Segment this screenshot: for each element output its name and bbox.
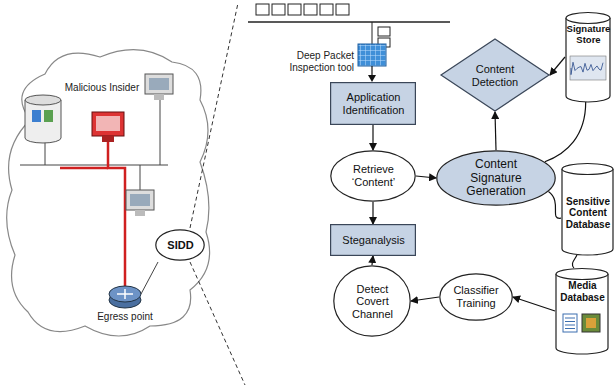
node-text: Application Identification: [335, 86, 412, 122]
node-label: Content Detection: [462, 63, 528, 88]
node-text: Steganalysis: [335, 227, 412, 254]
node-label: Application Identification: [335, 91, 412, 116]
node-outline: [437, 151, 555, 205]
database-cylinder: Signature Store: [565, 12, 611, 102]
node-outline: [330, 82, 416, 125]
router-icon: [109, 286, 141, 308]
connector-arrow: [513, 297, 555, 311]
insider-computer: [92, 112, 124, 142]
node-outline: [440, 274, 512, 320]
connector-arrow: [411, 297, 439, 301]
node-outline: [334, 266, 410, 336]
node-label: Steganalysis: [342, 234, 404, 247]
computer-icon: [126, 190, 154, 216]
connector-arrow: [372, 125, 373, 150]
node-label: Content Signature Generation: [449, 158, 543, 199]
waveform-image: [570, 56, 606, 80]
connector-arrow: [550, 57, 565, 75]
node-text: Signature Store: [566, 24, 611, 52]
actor-label: Malicious Insider: [62, 82, 142, 94]
network-wires: [20, 100, 168, 190]
node-text: SIDD: [161, 233, 200, 257]
tap-line: [372, 22, 373, 44]
node-outline: [556, 269, 608, 280]
connector-arrow: [372, 256, 373, 265]
connector-arrow: [495, 112, 496, 150]
document-icon: [565, 328, 575, 329]
media-icon: [582, 314, 600, 332]
node-outline: [556, 274, 608, 354]
node-label: Sensitive Content Database: [562, 196, 614, 231]
node-outline: [331, 225, 416, 256]
dpi-icon: [358, 44, 386, 66]
computer-icon: [145, 74, 173, 100]
document-icon: [565, 325, 575, 326]
node-label: Signature Store: [566, 24, 611, 46]
node-outline: [566, 13, 610, 24]
node-label: SIDD: [167, 239, 193, 252]
document-icon: [565, 321, 575, 322]
process-ellipse: Classifier Training: [439, 273, 513, 321]
node-outline: [331, 151, 415, 201]
node-outline: [566, 18, 610, 102]
node-text: Media Database: [556, 280, 609, 308]
process-ellipse: Retrieve ‘Content’: [330, 150, 416, 202]
packet-squares: [256, 4, 390, 47]
database-cylinder: Media Database: [555, 268, 609, 354]
tool-label: Deep Packet Inspection tool: [254, 50, 354, 73]
router-link: [141, 262, 158, 294]
process-ellipse: Content Signature Generation: [436, 150, 556, 206]
connector-arrow: [548, 192, 561, 219]
zoom-line: [190, 3, 238, 228]
node-text: Classifier Training: [447, 279, 505, 315]
document-icon: [563, 314, 577, 332]
process-box: Application Identification: [330, 82, 416, 125]
database-cylinder: Sensitive Content Database: [561, 163, 614, 255]
process-ellipse: Detect Covert Channel: [333, 265, 411, 337]
decision-diamond: Content Detection: [440, 38, 550, 112]
node-outline: [562, 169, 613, 255]
node-text: Sensitive Content Database: [562, 181, 614, 245]
document-icon: [565, 318, 575, 319]
database-icon: [25, 95, 61, 143]
sidd-ellipse: SIDD: [155, 229, 205, 261]
node-text: Content Signature Generation: [449, 158, 543, 199]
node-outline: [562, 164, 613, 175]
insider-path: [60, 142, 125, 288]
network-bus: [248, 21, 450, 22]
connector-arrow: [416, 176, 436, 178]
node-label: Detect Covert Channel: [342, 283, 403, 321]
node-outline: [441, 39, 549, 111]
node-label: Classifier Training: [447, 284, 505, 309]
process-box: Steganalysis: [330, 224, 416, 256]
node-outline: [440, 38, 550, 112]
node-text: Content Detection: [462, 55, 528, 96]
dpi-arrow: [371, 66, 372, 76]
network-cloud: [7, 50, 210, 336]
device-label: Egress point: [80, 311, 170, 323]
node-text: Detect Covert Channel: [342, 275, 403, 328]
waveform-image: [571, 62, 603, 74]
dpi-arrowhead: [368, 75, 376, 82]
connector-arrow: [572, 255, 577, 268]
node-outline: [156, 230, 204, 260]
media-icon: [586, 318, 596, 328]
node-label: Retrieve ‘Content’: [340, 163, 407, 188]
node-outline: [331, 83, 416, 125]
node-text: Retrieve ‘Content’: [340, 157, 407, 195]
connector-arrow: [545, 102, 586, 162]
connector-arrow: [372, 202, 373, 224]
zoom-line: [190, 262, 245, 385]
node-label: Media Database: [556, 280, 609, 303]
